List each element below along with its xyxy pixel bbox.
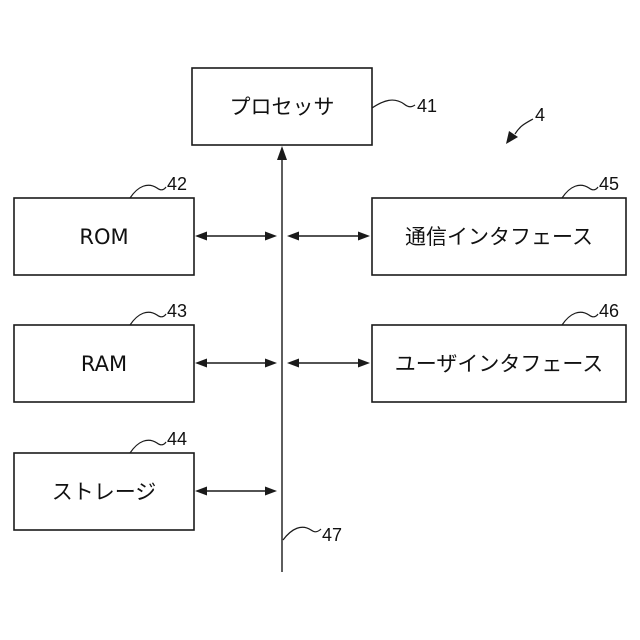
- rom-arrowhead: [195, 232, 207, 241]
- comm-interface-ref-number: 45: [599, 174, 619, 194]
- comm-interface-ref-leader: [562, 185, 598, 198]
- storage-arrowhead: [195, 487, 207, 496]
- ram-label: RAM: [81, 352, 127, 376]
- system-reference: 4: [506, 105, 545, 144]
- user-interface-label: ユーザインタフェース: [395, 352, 604, 376]
- storage-ref-number: 44: [167, 429, 187, 449]
- rom-label: ROM: [79, 225, 128, 249]
- processor-label: プロセッサ: [230, 95, 335, 119]
- storage-label: ストレージ: [52, 480, 157, 504]
- storage-ref-leader: [130, 440, 166, 453]
- storage-bus-connector: [195, 487, 277, 496]
- ram-block: RAM 43: [14, 301, 194, 402]
- rom-ref-leader: [130, 185, 166, 198]
- system-ref-leader: [515, 119, 533, 134]
- storage-block: ストレージ 44: [14, 429, 194, 530]
- processor-block: プロセッサ 41: [192, 68, 437, 145]
- system-ref-number: 4: [535, 105, 545, 125]
- user-interface-arrowhead: [358, 359, 370, 368]
- user-interface-ref-number: 46: [599, 301, 619, 321]
- ram-bus-arrowhead: [265, 359, 277, 368]
- storage-bus-arrowhead: [265, 487, 277, 496]
- bus-ref-leader: [283, 527, 321, 540]
- ram-ref-leader: [130, 312, 166, 325]
- user-interface-block: ユーザインタフェース 46: [372, 301, 626, 402]
- bus-ref-number: 47: [322, 525, 342, 545]
- processor-ref-number: 41: [417, 96, 437, 116]
- ram-bus-connector: [195, 359, 277, 368]
- comm-interface-label: 通信インタフェース: [405, 225, 593, 249]
- rom-bus-connector: [195, 232, 277, 241]
- comm-interface-bus-connector: [287, 232, 370, 241]
- user-interface-bus-connector: [287, 359, 370, 368]
- comm-interface-block: 通信インタフェース 45: [372, 174, 626, 275]
- rom-ref-number: 42: [167, 174, 187, 194]
- comm-interface-arrowhead: [358, 232, 370, 241]
- ram-ref-number: 43: [167, 301, 187, 321]
- bus-to-processor-arrowhead: [277, 146, 287, 160]
- comm-bus-arrowhead: [287, 232, 299, 241]
- ram-arrowhead: [195, 359, 207, 368]
- ui-bus-arrowhead: [287, 359, 299, 368]
- processor-ref-leader: [372, 100, 415, 108]
- rom-block: ROM 42: [14, 174, 194, 275]
- bus: 47: [277, 146, 342, 572]
- user-interface-ref-leader: [562, 312, 598, 325]
- rom-bus-arrowhead: [265, 232, 277, 241]
